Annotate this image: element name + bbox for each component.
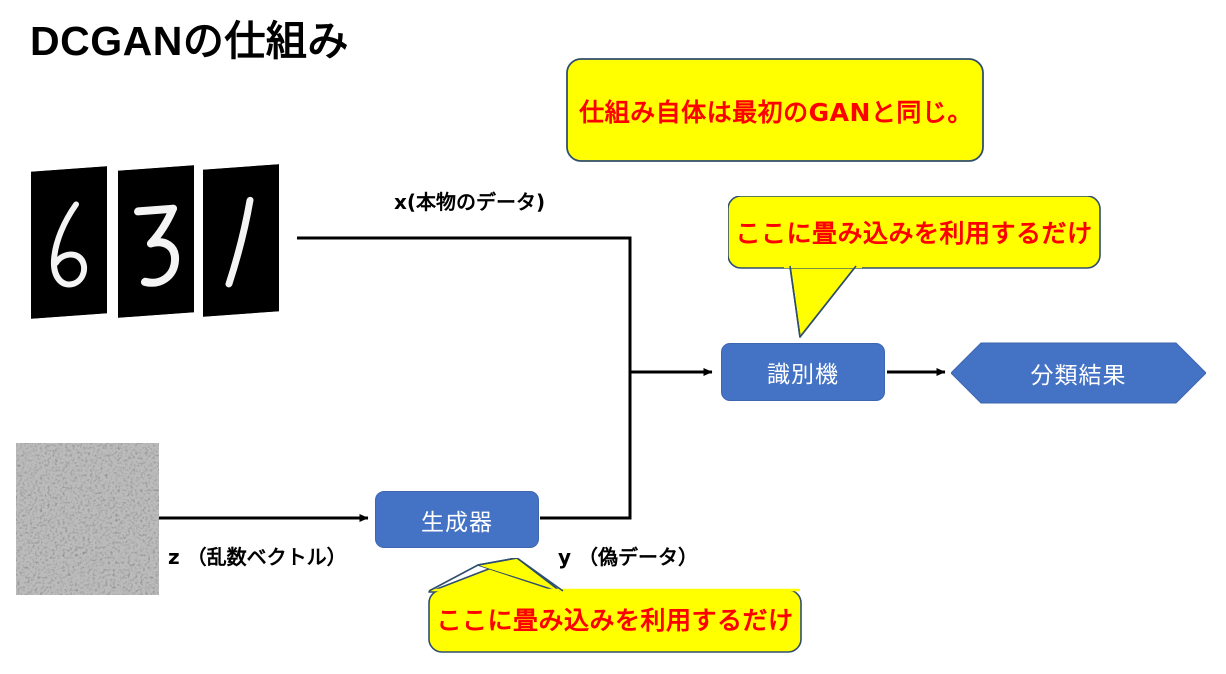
edge-label-fake-data: y （偽データ） [558, 545, 698, 569]
node-generator-label: 生成器 [421, 509, 493, 536]
page-title: DCGANの仕組み [30, 18, 349, 64]
node-classification-result[interactable]: 分類結果 [950, 342, 1207, 404]
callout-generator[interactable]: ここに畳み込みを利用するだけ [415, 557, 815, 656]
callout-generator-shape [428, 557, 802, 653]
node-discriminator[interactable]: 識別機 [721, 343, 885, 401]
edge-fake-data-to-discriminator [540, 372, 632, 520]
node-discriminator-label: 識別機 [767, 362, 839, 388]
mnist-sample-image-1 [203, 164, 279, 317]
edge-label-noise-vector: z （乱数ベクトル） [168, 545, 347, 569]
callout-top-note-shape [566, 58, 984, 162]
callout-top-note[interactable]: 仕組み自体は最初のGANと同じ。 [566, 58, 986, 164]
node-classification-result-label: 分類結果 [1030, 363, 1127, 389]
random-noise-image [16, 443, 159, 595]
mnist-sample-image-6 [31, 166, 107, 319]
callout-generator-label: ここに畳み込みを利用するだけ [436, 606, 794, 635]
callout-discriminator-shape [727, 195, 1101, 338]
mnist-sample-image-3 [118, 165, 194, 318]
callout-discriminator[interactable]: ここに畳み込みを利用するだけ [727, 195, 1128, 346]
callout-top-note-label: 仕組み自体は最初のGANと同じ。 [579, 98, 973, 127]
callout-discriminator-label: ここに畳み込みを利用するだけ [735, 219, 1093, 248]
edge-real-data-to-discriminator [297, 236, 713, 376]
edge-label-real-data: x(本物のデータ) [394, 190, 546, 214]
node-generator[interactable]: 生成器 [375, 491, 539, 548]
